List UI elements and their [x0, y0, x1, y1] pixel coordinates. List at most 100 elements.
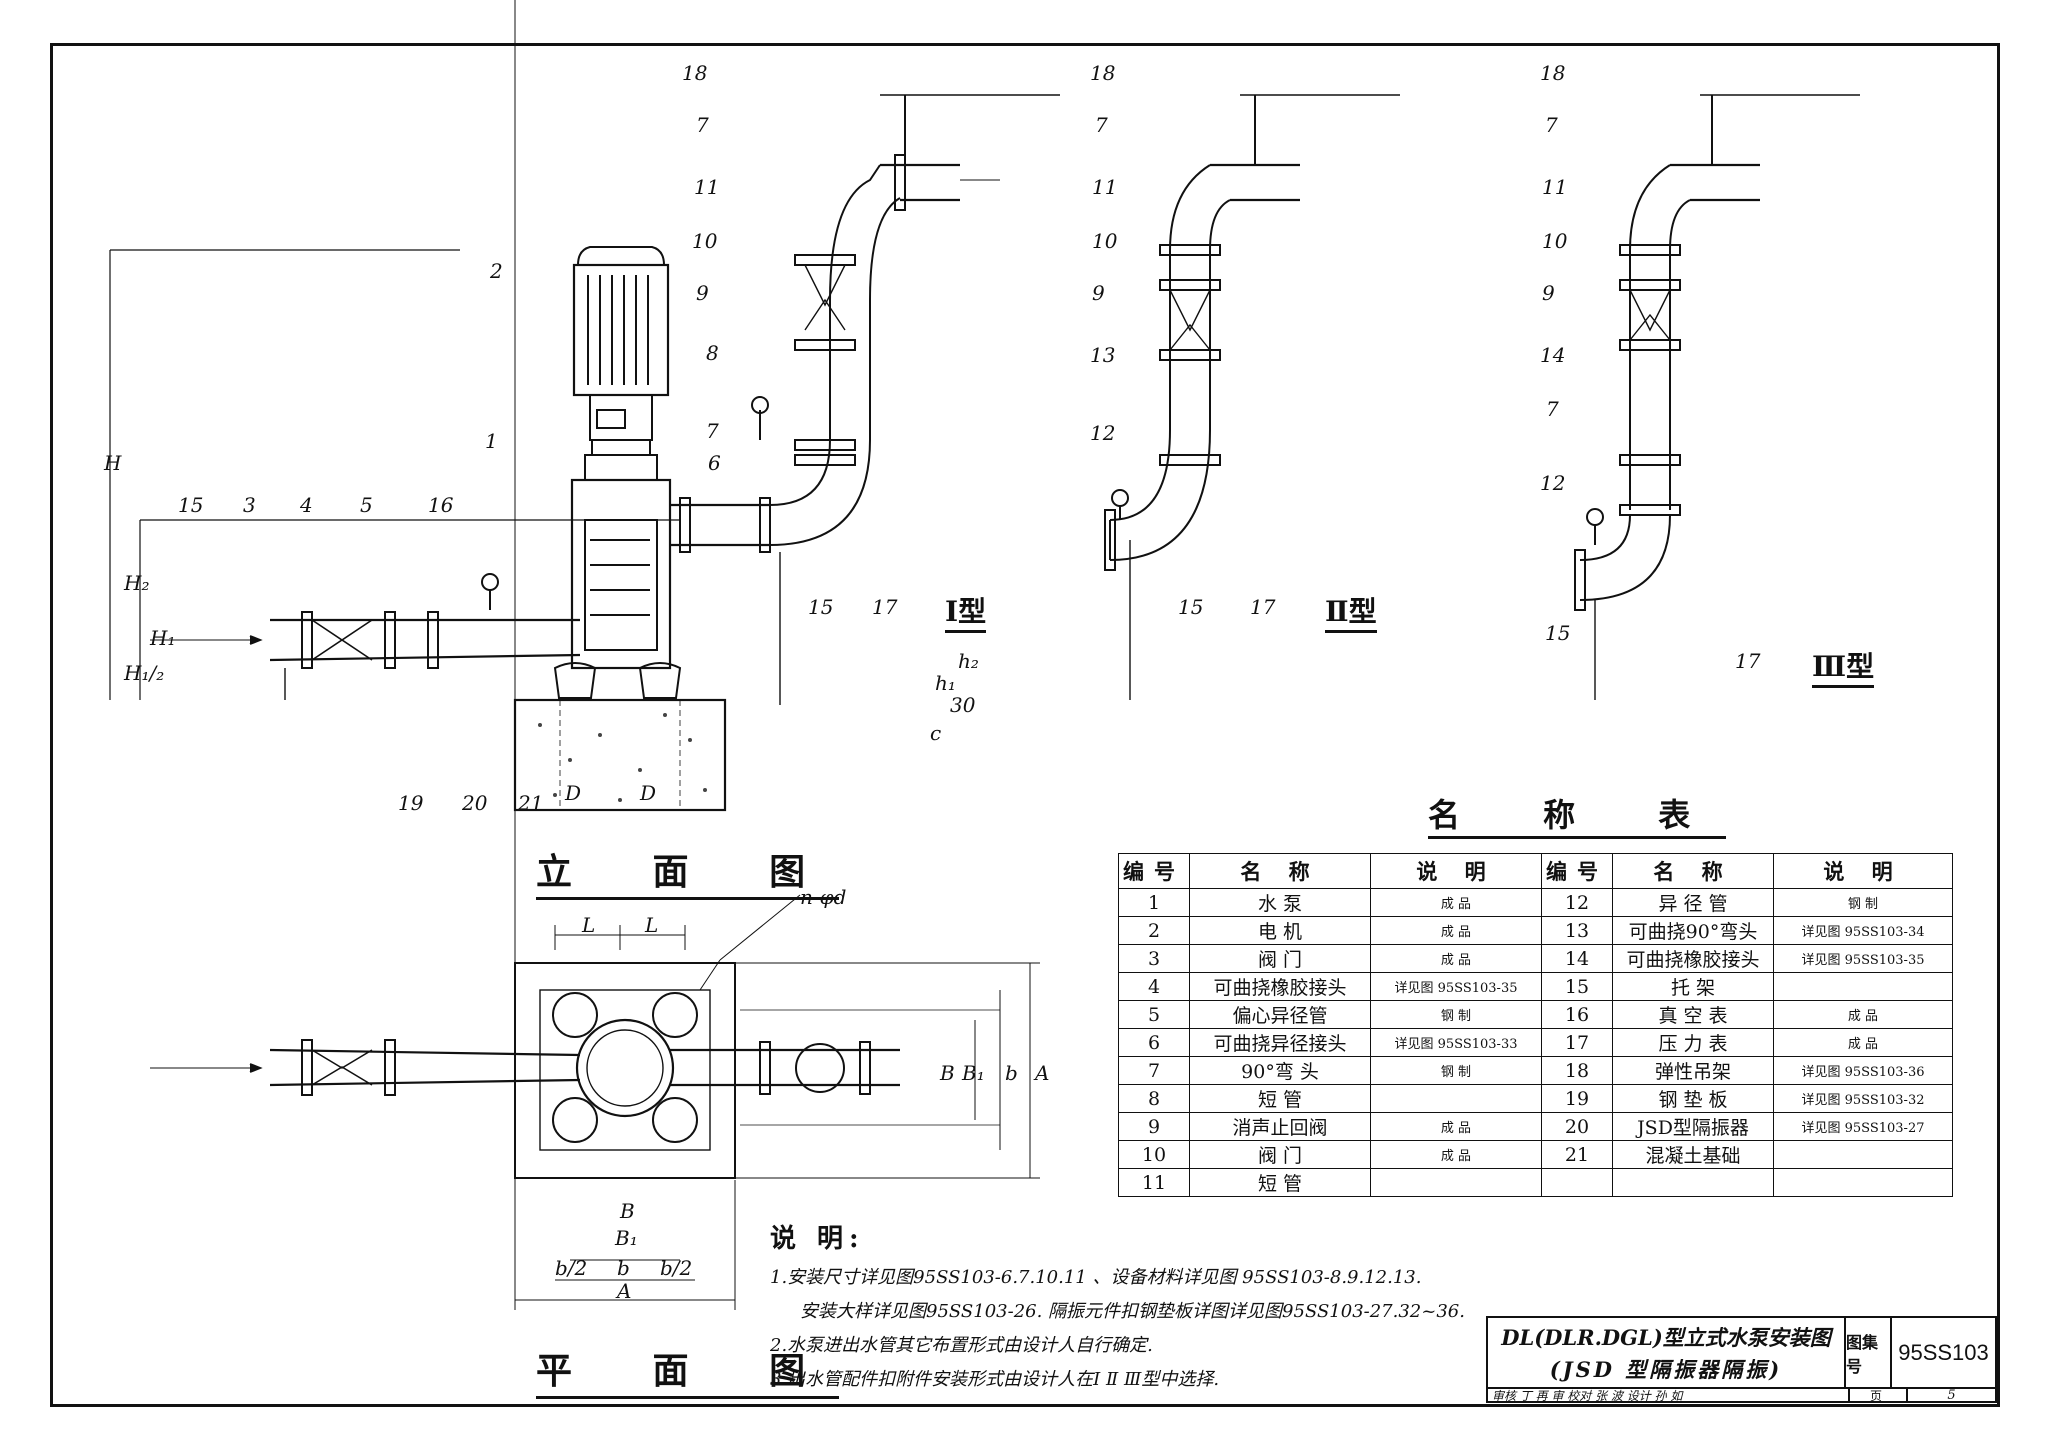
callout-16: 16	[428, 493, 454, 517]
plan-B-right: B	[939, 1061, 955, 1085]
table-cell-desc2: 详见图 95SS103-34	[1773, 916, 1953, 945]
table-cell-name2: 托 架	[1612, 972, 1774, 1001]
table-cell-name2: 弹性吊架	[1612, 1056, 1774, 1085]
plan-foundation	[514, 962, 736, 1179]
dim-H12: H₁/₂	[123, 661, 164, 685]
pump-body	[570, 478, 672, 670]
table-cell-name2: 真 空 表	[1612, 1000, 1774, 1029]
table-cell-no2: 20	[1541, 1112, 1613, 1141]
drawing-frame	[50, 43, 2000, 1407]
plan-B1: B₁	[614, 1226, 638, 1250]
page-label: 页	[1846, 1389, 1908, 1403]
callout-20: 20	[461, 791, 488, 815]
type-3-label: Ⅲ型	[1812, 645, 1875, 688]
table-cell-name2: JSD型隔振器	[1612, 1112, 1774, 1141]
dim-D2: D	[639, 781, 656, 805]
table-cell-desc2: 详见图 95SS103-36	[1773, 1056, 1953, 1085]
dim-30: 30	[950, 693, 976, 717]
plan-A: A	[615, 1279, 631, 1303]
table-cell-no: 6	[1118, 1028, 1190, 1057]
pump-plan-circle	[575, 1018, 675, 1118]
plan-half-b-left: b/2	[555, 1256, 587, 1280]
table-cell-desc	[1370, 1168, 1542, 1197]
t2-callout-12: 12	[1090, 421, 1115, 445]
callout-1: 1	[485, 429, 498, 453]
table-cell-name: 90°弯 头	[1189, 1056, 1371, 1085]
table-cell-desc: 成 品	[1370, 916, 1542, 945]
callout-6: 6	[708, 451, 721, 475]
table-cell-no: 4	[1118, 972, 1190, 1001]
type-2-label: Ⅱ型	[1325, 590, 1377, 633]
table-cell-desc2: 详见图 95SS103-35	[1773, 944, 1953, 973]
table-cell-no: 3	[1118, 944, 1190, 973]
t2-callout-17: 17	[1250, 595, 1276, 619]
type-1-label: Ⅰ型	[945, 590, 987, 633]
header-name: 名 称	[1189, 853, 1371, 889]
table-cell-desc	[1370, 1084, 1542, 1113]
table-cell-no2: 13	[1541, 916, 1613, 945]
callout-19: 19	[398, 791, 424, 815]
dim-H1: H₁	[149, 626, 175, 650]
t3-callout-17: 17	[1735, 649, 1761, 673]
callout-17: 17	[872, 595, 898, 619]
table-cell-desc2: 详见图 95SS103-32	[1773, 1084, 1953, 1113]
t2-callout-15: 15	[1178, 595, 1203, 619]
callout-11: 11	[694, 175, 719, 199]
t3-callout-11: 11	[1542, 175, 1567, 199]
dim-D1: D	[564, 781, 581, 805]
callout-18: 18	[682, 61, 707, 85]
concrete-foundation	[513, 698, 727, 812]
table-cell-no: 2	[1118, 916, 1190, 945]
table-cell-desc2: 成 品	[1773, 1000, 1953, 1029]
table-cell-name2: 钢 垫 板	[1612, 1084, 1774, 1113]
table-cell-no: 5	[1118, 1000, 1190, 1029]
table-cell-desc: 详见图 95SS103-35	[1370, 972, 1542, 1001]
t2-callout-18: 18	[1090, 61, 1115, 85]
callout-4: 4	[299, 493, 313, 517]
table-cell-name: 电 机	[1189, 916, 1371, 945]
table-cell-no2	[1541, 1168, 1613, 1197]
table-cell-no: 11	[1118, 1168, 1190, 1197]
table-cell-no: 10	[1118, 1140, 1190, 1169]
table-cell-no: 1	[1118, 888, 1190, 917]
table-cell-name2: 可曲挠橡胶接头	[1612, 944, 1774, 973]
plan-B: B	[619, 1199, 635, 1223]
callout-8: 8	[706, 341, 719, 365]
table-cell-desc: 成 品	[1370, 1140, 1542, 1169]
note-line: 安装大样详见图95SS103-26. 隔振元件扣钢垫板详图详见图95SS103-…	[800, 1301, 1465, 1322]
signature-row: 审核 丁 再 审 校对 张 波 设计 孙 如	[1488, 1389, 1850, 1403]
callout-2: 2	[489, 259, 503, 283]
table-cell-desc2	[1773, 972, 1953, 1001]
drawing-subtitle: (JSD 型隔振器隔振)	[1549, 1357, 1783, 1382]
plan-b: b	[617, 1256, 630, 1280]
callout-7b: 7	[696, 113, 709, 137]
atlas-label: 图集号	[1846, 1318, 1892, 1389]
table-cell-desc2	[1773, 1168, 1953, 1197]
table-cell-name: 可曲挠橡胶接头	[1189, 972, 1371, 1001]
table-cell-desc: 成 品	[1370, 944, 1542, 973]
header-name2: 名 称	[1612, 853, 1774, 889]
table-cell-desc2: 详见图 95SS103-27	[1773, 1112, 1953, 1141]
t3-callout-9: 9	[1542, 281, 1555, 305]
callout-21: 21	[517, 791, 543, 815]
table-cell-no2: 14	[1541, 944, 1613, 973]
t2-callout-13: 13	[1090, 343, 1115, 367]
table-cell-name2: 可曲挠90°弯头	[1612, 916, 1774, 945]
plan-L2: L	[644, 913, 658, 937]
table-cell-no2: 21	[1541, 1140, 1613, 1169]
table-cell-desc2: 成 品	[1773, 1028, 1953, 1057]
table-cell-no2: 16	[1541, 1000, 1613, 1029]
plan-B1-right: B₁	[961, 1061, 985, 1085]
page-number: 5	[1947, 1388, 1956, 1403]
table-cell-no: 8	[1118, 1084, 1190, 1113]
t3-callout-12: 12	[1540, 471, 1565, 495]
t3-callout-7: 7	[1545, 113, 1558, 137]
table-cell-name: 消声止回阀	[1189, 1112, 1371, 1141]
table-cell-name2: 异 径 管	[1612, 888, 1774, 917]
plan-half-b-right: b/2	[660, 1256, 692, 1280]
